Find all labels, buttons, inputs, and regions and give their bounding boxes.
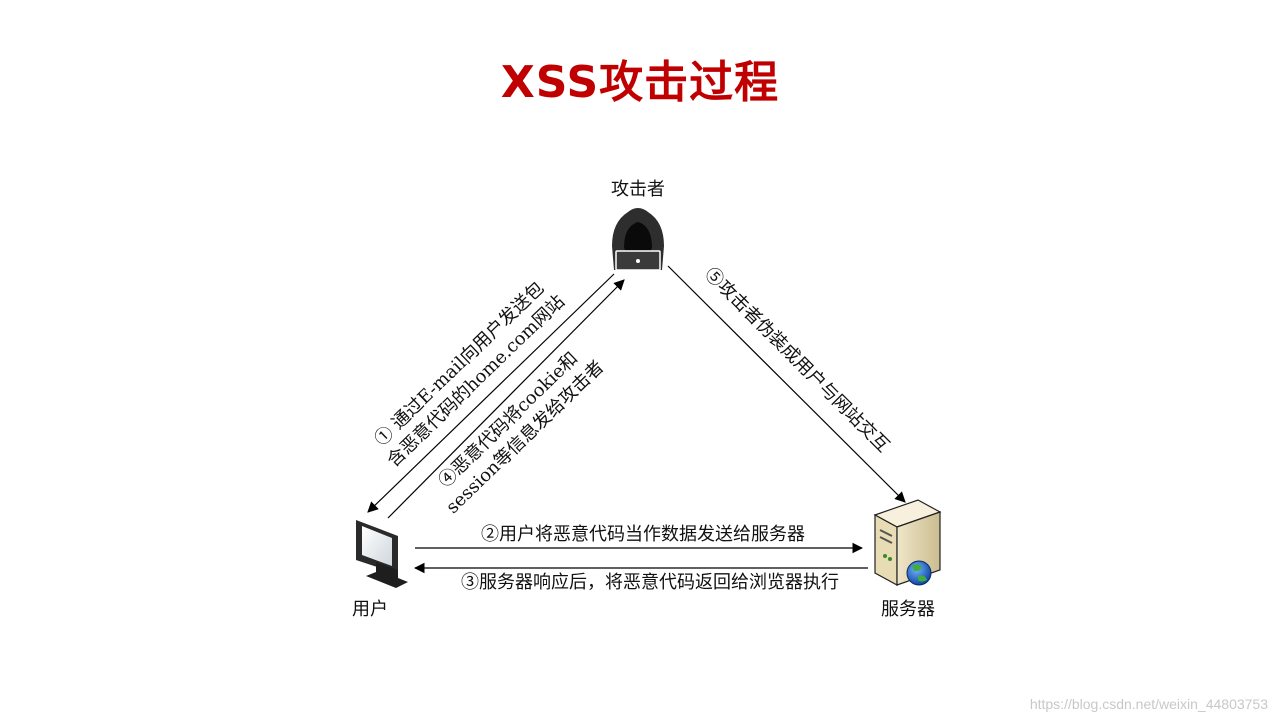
user-computer-icon bbox=[356, 520, 408, 588]
arrow-step1 bbox=[367, 273, 615, 513]
server-label: 服务器 bbox=[881, 599, 935, 620]
step5-label: ⑤攻击者伪装成用户与网站交互 bbox=[700, 264, 893, 457]
server-icon bbox=[873, 499, 942, 587]
user-label: 用户 bbox=[352, 599, 388, 620]
arrow-step5 bbox=[667, 265, 906, 503]
watermark: https://blog.csdn.net/weixin_44803753 bbox=[1029, 696, 1268, 712]
arrow-step4 bbox=[387, 279, 625, 519]
attacker-label: 攻击者 bbox=[611, 179, 665, 200]
attacker-icon bbox=[612, 208, 664, 271]
step2-label: ②用户将恶意代码当作数据发送给服务器 bbox=[481, 524, 805, 545]
diagram-title: XSS攻击过程 bbox=[500, 57, 780, 108]
step3-label: ③服务器响应后，将恶意代码返回给浏览器执行 bbox=[461, 572, 839, 593]
